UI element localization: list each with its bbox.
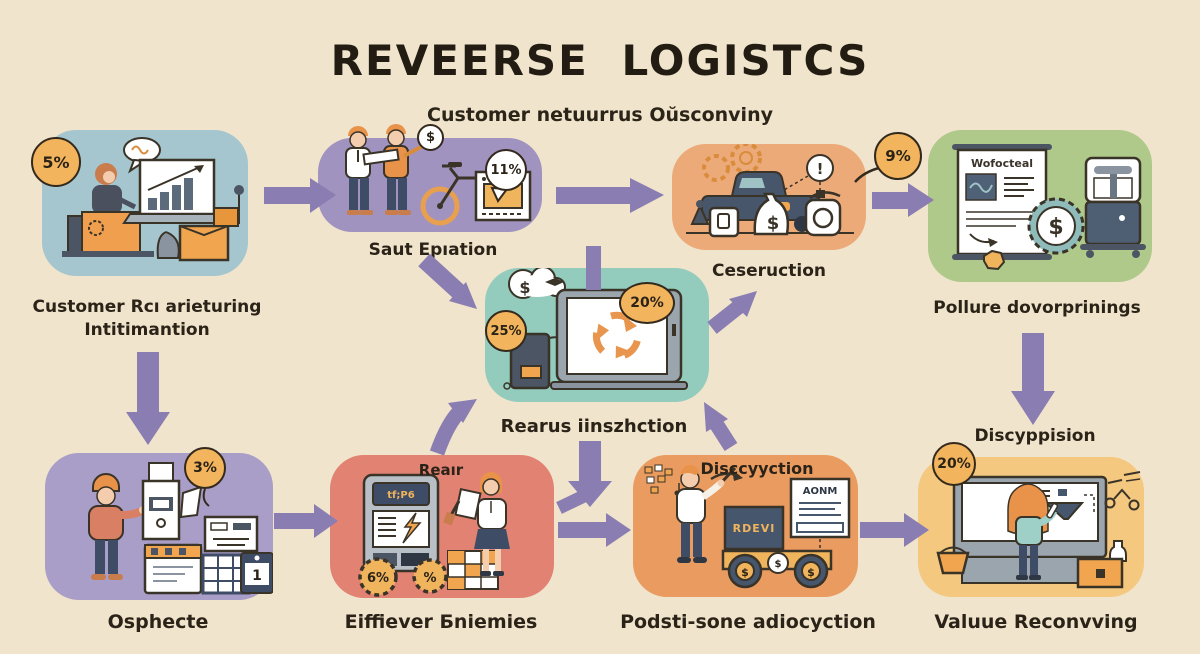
arrow-doodle-icon: [710, 470, 743, 481]
node-customer-returns: [42, 130, 248, 276]
money-bag-icon: $: [753, 192, 790, 236]
badge-3pct-connector: [202, 488, 210, 507]
svg-text:tf;P6: tf;P6: [387, 490, 414, 501]
price-document-icon: AONM: [789, 477, 851, 539]
return-boxes-icon: [156, 185, 244, 262]
badge-value-recovery: 20%: [932, 442, 976, 486]
processing-machine-icon: [1080, 156, 1146, 258]
shredder-cabinet-icon: [503, 332, 568, 390]
svg-text:$: $: [767, 213, 780, 234]
svg-text:6%: 6%: [367, 571, 389, 586]
sorting-machine-icon: [143, 543, 203, 595]
label-collection: Ceseruction: [712, 261, 826, 281]
label-resale-inner-title: Disccyyction: [700, 459, 814, 478]
node-repair: tf;P6 6% %: [330, 455, 554, 598]
badge-9pct-connector: [854, 166, 880, 183]
fuel-canister-icon: [804, 190, 842, 237]
confetti-icon: [644, 464, 680, 496]
arrow-inspection-down: [568, 441, 612, 507]
value-recovery-illustration: [936, 471, 1141, 589]
svg-text:%: %: [423, 571, 436, 586]
bucket-icon: [936, 546, 970, 575]
arrow-repair-to-inspection: [429, 399, 477, 456]
calendar-icon: 1: [240, 552, 273, 594]
collection-illustration: ! $: [686, 144, 854, 238]
repair-machine-icon: tf;P6: [362, 473, 440, 573]
oil-jug-icon: [708, 206, 740, 238]
svg-text:$: $: [775, 559, 782, 570]
gear-badge-6pct: 6%: [358, 557, 398, 597]
label-sort-evaluation: Saut Epıation: [368, 240, 498, 260]
label-resale: Podsti-sone adiocyction: [620, 611, 876, 633]
page-subtitle: Customer netuurrus Oŭsconviny: [427, 104, 773, 126]
arrow-collection-to-processing: [872, 183, 934, 217]
svg-text:AONM: AONM: [803, 486, 838, 497]
arrow-sort-to-collection: [556, 178, 664, 213]
facilitator-woman-icon: [1007, 483, 1059, 580]
arrow-processing-down: [1011, 333, 1055, 425]
page-title: REVEERSE LOGISTCS: [330, 36, 870, 85]
customer-returns-illustration: [62, 137, 244, 262]
cash-cart-icon: $ $ $: [721, 539, 833, 589]
arrow-resale-to-recovery: [860, 513, 929, 547]
node-value-recovery: [918, 457, 1144, 597]
label-customer-returns: Customer Rcı arieturing Intitimantion: [32, 297, 262, 340]
svg-text:$: $: [807, 566, 815, 579]
recovery-box-icon: [1076, 540, 1127, 589]
arrow-receiving-to-repair: [274, 504, 338, 538]
node-resale: RDEVI AONM $ $ $: [633, 455, 858, 597]
badge-inspection-left: 25%: [485, 310, 527, 352]
receiver-person-icon: [88, 473, 147, 580]
repair-illustration: tf;P6 6% %: [358, 472, 510, 597]
report-poster-icon: Wofocteal: [952, 144, 1052, 271]
node-returns-inspection: $: [485, 268, 709, 402]
cone-icon: [690, 200, 710, 225]
badge-sort-evaluation: 11%: [485, 149, 527, 191]
svg-text:$: $: [1048, 215, 1063, 240]
inspector-woman-icon: [443, 472, 510, 576]
labeled-crate-icon: RDEVI: [723, 505, 785, 551]
badge-collection: 9%: [874, 132, 922, 180]
alert-bubble-icon: !: [783, 154, 834, 196]
arrow-dash-segment: [556, 490, 587, 514]
arrow-customer-down: [126, 352, 170, 445]
receiving-illustration: 1: [88, 462, 273, 595]
svg-text:!: !: [817, 160, 824, 178]
dollar-gear-icon: $: [1027, 197, 1085, 255]
doodles-icon: [1104, 471, 1141, 511]
processing-illustration: Wofocteal $: [952, 144, 1146, 271]
badge-customer-returns: 5%: [31, 137, 81, 187]
arrow-bar-into-inspection: [586, 246, 601, 290]
label-repair: Eiffiever Бniemies: [344, 611, 538, 633]
badge-inspection-right: 20%: [619, 282, 675, 324]
resale-illustration: RDEVI AONM $ $ $: [644, 464, 851, 589]
arrow-repair-to-resale: [558, 513, 631, 547]
arrow-customer-to-sort: [264, 178, 336, 213]
badge-sort-dollar: $: [417, 124, 444, 151]
svg-text:$: $: [519, 278, 530, 297]
bicycle-icon: [420, 162, 476, 226]
label-processing: Pollure dovorprinings: [933, 298, 1141, 318]
intake-machine-icon: [141, 462, 203, 541]
gear-badge-percent: %: [412, 558, 448, 594]
node-collection: ! $: [672, 144, 866, 250]
node-processing: Wofocteal $: [928, 130, 1152, 282]
analyst-at-desk-icon: [62, 163, 154, 257]
arrow-sort-to-inspection: [418, 253, 477, 309]
presenter-man-icon: [676, 464, 737, 563]
svg-text:RDEVI: RDEVI: [733, 522, 776, 535]
label-repair-inner-title: Reaır: [418, 461, 464, 479]
node-receiving: 1: [45, 453, 273, 600]
badge-receiving: 3%: [184, 447, 226, 489]
label-recovery-upper: Discyppision: [974, 426, 1096, 446]
svg-text:$: $: [741, 566, 749, 579]
arrow-resale-to-inspection: [704, 402, 738, 452]
label-receiving: Osphecte: [107, 611, 209, 633]
label-returns-inspection: Rearus iinszhction: [500, 416, 688, 437]
label-value-recovery: Valuue Reconvving: [934, 611, 1138, 633]
arrow-inspection-to-collection: [707, 291, 757, 334]
svg-text:Wofocteal: Wofocteal: [971, 157, 1033, 170]
svg-text:1: 1: [252, 568, 262, 584]
